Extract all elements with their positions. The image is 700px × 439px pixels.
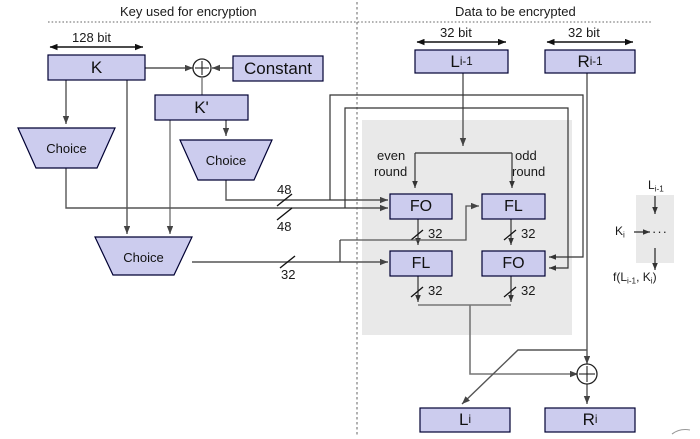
k-box-label: K	[90, 57, 103, 77]
wire-feedback-outer	[329, 94, 584, 260]
corner-arc	[671, 428, 691, 435]
r-output-box-shape[interactable]	[544, 407, 636, 433]
round-shaded-region	[362, 120, 572, 335]
kprime-box-shape[interactable]	[154, 94, 249, 121]
legend-output-label: f(Li-1, Ki)	[613, 270, 657, 286]
xor-gate-key[interactable]	[192, 58, 212, 78]
bus-slash-fl-odd	[503, 229, 517, 241]
even-round-label-line2: round	[374, 164, 408, 179]
wire-cross-to-loutput	[461, 349, 587, 405]
bus-slash-fo-even	[410, 229, 424, 241]
l-input-box-shape[interactable]	[414, 49, 509, 74]
odd-round-label-line2: round	[512, 164, 546, 179]
wire-feedback-inner	[344, 107, 569, 271]
fl-even-box-label: FL	[411, 254, 431, 272]
bus-slash-fl-even	[410, 286, 424, 298]
xor-gate-data[interactable]	[576, 363, 598, 385]
dimension-label-128bit: 128 bit	[72, 30, 112, 45]
bus-label-48-upper: 48	[277, 182, 292, 197]
title-key-side: Key used for encryption	[120, 4, 257, 19]
bus-slash-fo-odd	[503, 286, 517, 298]
bus-label-48-lower: 48	[277, 219, 292, 234]
fo-odd-box-shape[interactable]	[481, 250, 546, 277]
even-round-label-line1: even	[377, 148, 406, 163]
k-box-shape[interactable]	[47, 54, 146, 81]
fo-even-box-shape[interactable]	[389, 193, 453, 220]
odd-round-label-line1: odd	[515, 148, 537, 163]
bus-slash-48-upper	[276, 193, 293, 207]
bus-label-fl-even: 32	[428, 283, 443, 298]
l-output-box-shape[interactable]	[419, 407, 511, 433]
choice-label-1: Choice	[46, 141, 87, 156]
choice-shape-2[interactable]	[179, 139, 273, 181]
legend-ellipsis: ···	[652, 224, 668, 239]
kprime-box-label: K'	[194, 97, 209, 117]
constant-box-label: Constant	[243, 58, 313, 78]
fo-odd-box-label: FO	[502, 254, 525, 272]
wire-choice2-to-fo	[225, 180, 388, 204]
fl-even-box-shape[interactable]	[389, 250, 453, 277]
legend-key-label: Ki	[615, 224, 625, 240]
r-input-box-shape[interactable]	[544, 49, 636, 74]
fl-odd-box-label: FL	[504, 197, 523, 215]
fl-odd-box-shape[interactable]	[481, 193, 546, 220]
choice-label-2: Choice	[205, 153, 247, 168]
bus-label-fo-even: 32	[428, 226, 443, 241]
title-data-side: Data to be encrypted	[455, 4, 576, 19]
choice-shape-3[interactable]	[94, 236, 193, 276]
choice-label-3: Choice	[123, 250, 164, 265]
bus-slash-48-lower	[276, 207, 293, 221]
bus-slash-32-left	[279, 255, 296, 269]
wire-merge-down	[469, 305, 578, 378]
choice-shape-1[interactable]	[17, 127, 116, 169]
bus-label-32-left: 32	[281, 267, 296, 282]
constant-box-shape[interactable]	[232, 55, 324, 82]
dimension-label-32bit-right: 32 bit	[568, 25, 600, 40]
legend-input-label: Li-1	[648, 178, 664, 194]
wire-fo-even-branch-to-fl-odd	[340, 202, 479, 241]
bus-label-fo-odd: 32	[521, 283, 536, 298]
fo-even-box-label: FO	[409, 197, 433, 215]
dimension-label-32bit-left: 32 bit	[440, 25, 472, 40]
wire-choice1-to-fo	[65, 168, 388, 212]
bus-label-fl-odd: 32	[521, 226, 536, 241]
